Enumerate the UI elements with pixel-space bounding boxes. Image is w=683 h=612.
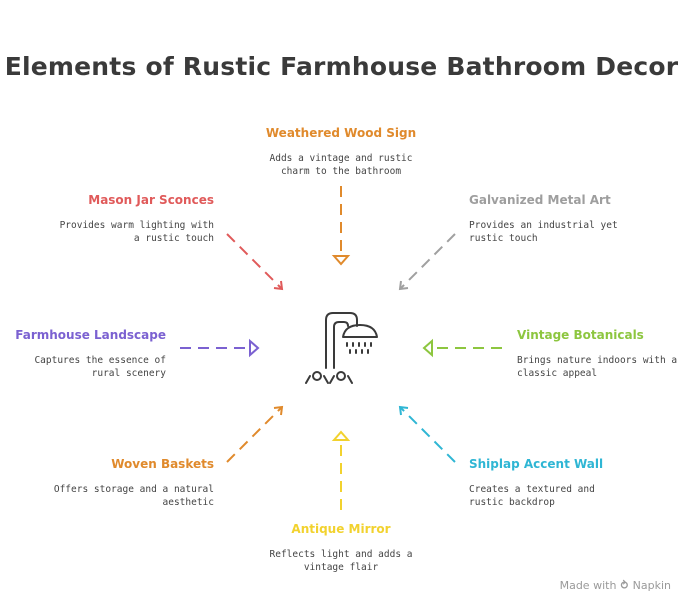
arrow-antique-mirror (331, 430, 351, 510)
node-description: Captures the essence of rural scenery (0, 354, 166, 380)
desc-line: rural scenery (91, 368, 166, 379)
desc-line: Provides an industrial yet (469, 220, 618, 231)
made-with-napkin[interactable]: Made with ⥁ Napkin (560, 579, 671, 592)
node-antique-mirror: Antique Mirror Reflects light and adds a… (241, 522, 441, 574)
page-title: Elements of Rustic Farmhouse Bathroom De… (4, 52, 679, 81)
desc-line: Provides warm lighting with (59, 220, 214, 231)
node-woven-baskets: Woven Baskets Offers storage and a natur… (14, 457, 214, 509)
arrow-farmhouse-landscape (180, 338, 260, 358)
shower-icon (305, 312, 378, 384)
arrow-shiplap-accent-wall (398, 405, 456, 463)
desc-line: Captures the essence of (34, 355, 166, 366)
node-description: Provides warm lighting with a rustic tou… (14, 219, 214, 245)
node-label: Farmhouse Landscape (15, 328, 166, 342)
node-description: Reflects light and adds a vintage flair (241, 548, 441, 574)
arrow-vintage-botanicals (422, 338, 502, 358)
arrow-galvanized-metal-art (398, 233, 456, 291)
arrow-woven-baskets (226, 405, 284, 463)
made-with-text: Made with (559, 579, 617, 592)
node-label: Antique Mirror (291, 522, 391, 536)
node-weathered-wood-sign: Weathered Wood Sign Adds a vintage and r… (241, 126, 441, 178)
desc-line: Adds a vintage and rustic (269, 153, 413, 164)
node-description: Provides an industrial yet rustic touch (469, 219, 669, 245)
node-farmhouse-landscape: Farmhouse Landscape Captures the essence… (0, 328, 166, 380)
node-description: Adds a vintage and rustic charm to the b… (241, 152, 441, 178)
napkin-brand-text: Napkin (632, 579, 671, 592)
desc-line: vintage flair (303, 562, 379, 573)
napkin-logo-icon: ⥁ (619, 579, 630, 592)
node-vintage-botanicals: Vintage Botanicals Brings nature indoors… (517, 328, 679, 380)
node-label: Weathered Wood Sign (265, 126, 417, 140)
desc-line: rustic touch (469, 233, 538, 244)
node-galvanized-metal-art: Galvanized Metal Art Provides an industr… (469, 193, 669, 245)
node-description: Brings nature indoors with a classic app… (517, 354, 679, 380)
desc-line: Brings nature indoors with a (517, 355, 678, 366)
desc-line: a rustic touch (133, 233, 214, 244)
desc-line: Offers storage and a natural (53, 484, 214, 495)
desc-line: Reflects light and adds a (269, 549, 413, 560)
node-description: Creates a textured and rustic backdrop (469, 483, 669, 509)
node-label: Galvanized Metal Art (469, 193, 611, 207)
node-label: Shiplap Accent Wall (469, 457, 604, 471)
node-label: Vintage Botanicals (517, 328, 644, 342)
node-label: Woven Baskets (111, 457, 214, 471)
node-label: Mason Jar Sconces (88, 193, 214, 207)
node-shiplap-accent-wall: Shiplap Accent Wall Creates a textured a… (469, 457, 669, 509)
desc-line: aesthetic (162, 497, 214, 508)
node-mason-jar-sconces: Mason Jar Sconces Provides warm lighting… (14, 193, 214, 245)
arrow-weathered-wood-sign (331, 186, 351, 266)
node-description: Offers storage and a natural aesthetic (14, 483, 214, 509)
desc-line: Creates a textured and (469, 484, 595, 495)
desc-line: charm to the bathroom (280, 166, 402, 177)
desc-line: rustic backdrop (469, 497, 555, 508)
desc-line: classic appeal (517, 368, 598, 379)
arrow-mason-jar-sconces (226, 233, 284, 291)
